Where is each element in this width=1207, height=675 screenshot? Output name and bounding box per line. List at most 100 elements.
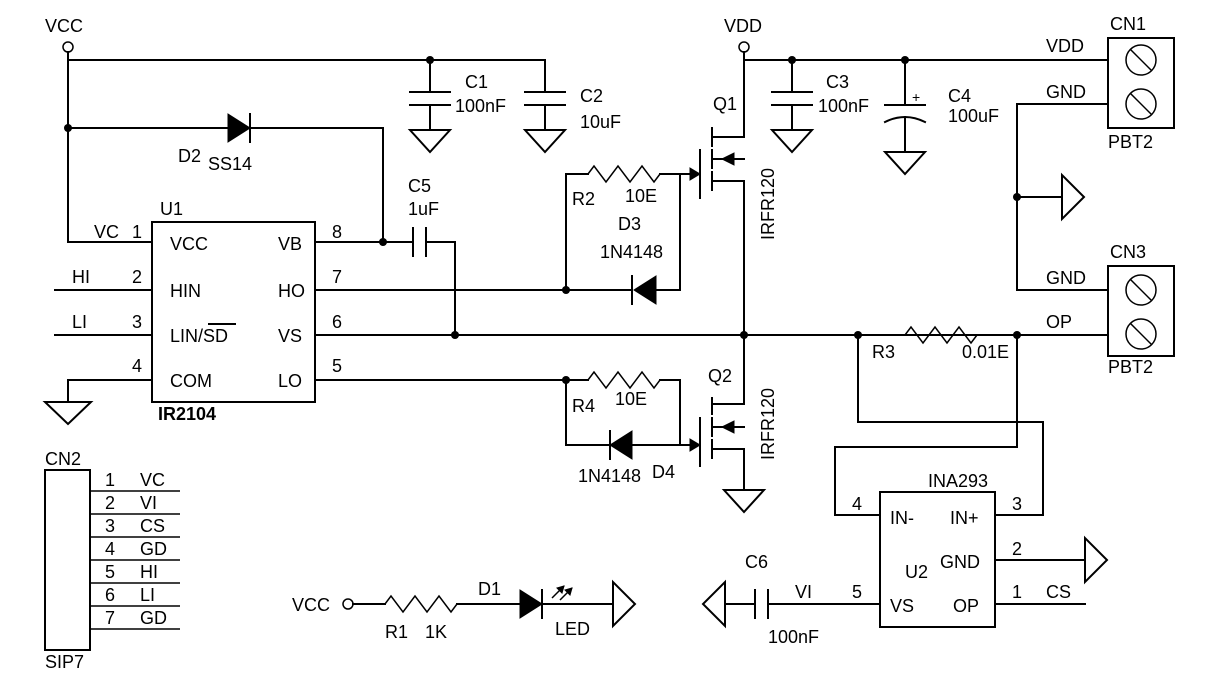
- u1-pin3-num: 3: [132, 312, 142, 332]
- c1-value: 100nF: [455, 96, 506, 116]
- vdd-label: VDD: [724, 16, 762, 36]
- capacitor-c3: C3 100nF: [769, 72, 869, 154]
- switch-node: [314, 331, 1109, 339]
- sense-lines: [834, 334, 1044, 516]
- cn2-pin7-num: 7: [105, 608, 115, 628]
- capacitor-c1: C1 100nF: [407, 72, 506, 154]
- r3-ref: R3: [872, 342, 895, 362]
- d1-value: LED: [555, 619, 590, 639]
- q1-ref: Q1: [713, 94, 737, 114]
- cn3-ref: CN3: [1110, 242, 1146, 262]
- d3-value: 1N4148: [600, 242, 663, 262]
- cn2-pin6-num: 6: [105, 585, 115, 605]
- d1-ref: D1: [478, 579, 501, 599]
- u2-pin4-name: IN-: [890, 508, 914, 528]
- u2-pin2-num: 2: [1012, 539, 1022, 559]
- r2-ref: R2: [572, 189, 595, 209]
- cn2-part: SIP7: [45, 652, 84, 672]
- u2-pin5-num: 5: [852, 582, 862, 602]
- c5-value: 1uF: [408, 199, 439, 219]
- c2-ref: C2: [580, 86, 603, 106]
- r1-ref: R1: [385, 622, 408, 642]
- gnd-bus: [1013, 103, 1109, 291]
- d2-ref: D2: [178, 146, 201, 166]
- r4-ref: R4: [572, 396, 595, 416]
- cn2-pin3-net: CS: [140, 516, 165, 536]
- vcc-label: VCC: [45, 16, 83, 36]
- u2-pin3-name: IN+: [950, 508, 979, 528]
- resistor-r1: [384, 594, 458, 614]
- cn2-pin4-num: 4: [105, 539, 115, 559]
- cn1-pin-gnd: GND: [1046, 82, 1086, 102]
- u1-ref: U1: [160, 199, 183, 219]
- u1-pin5-name: LO: [278, 371, 302, 391]
- led-circuit: VCC R1 1K D1 LED: [292, 579, 637, 642]
- u2-pin3-num: 3: [1012, 494, 1022, 514]
- u1-pin1-num: 1: [132, 222, 142, 242]
- cn3-pin-op: OP: [1046, 312, 1072, 332]
- u2-pin5-name: VS: [890, 596, 914, 616]
- resistor-r2: [587, 164, 661, 184]
- net-vi: VI: [795, 582, 812, 602]
- u1-pin3-name: LIN/SD: [170, 326, 228, 346]
- u1-pin2-num: 2: [132, 267, 142, 287]
- r2-value: 10E: [625, 186, 657, 206]
- c4-ref: C4: [948, 86, 971, 106]
- d4-value: 1N4148: [578, 466, 641, 486]
- c2-value: 10uF: [580, 112, 621, 132]
- net-cs: CS: [1046, 582, 1071, 602]
- cn1-part: PBT2: [1108, 132, 1153, 152]
- connector-cn3: CN3 PBT2 GND OP: [1046, 242, 1175, 377]
- u1-net-vc: VC: [94, 222, 119, 242]
- cn2-pin2-net: VI: [140, 493, 157, 513]
- r4-value: 10E: [615, 389, 647, 409]
- mosfet-q1: Q1 IRFR120: [699, 59, 778, 336]
- cn1-ref: CN1: [1110, 14, 1146, 34]
- c3-ref: C3: [826, 72, 849, 92]
- cn3-pin-gnd: GND: [1046, 268, 1086, 288]
- q2-ref: Q2: [708, 366, 732, 386]
- u2-part: INA293: [928, 471, 988, 491]
- capacitor-c4: + C4 100uF: [882, 86, 999, 176]
- connector-cn2: CN2 SIP7 1 VC 2 VI 3 CS 4 GD 5 HI 6 LI 7…: [44, 449, 180, 672]
- vcc-led-label: VCC: [292, 595, 330, 615]
- u2-pin1-name: OP: [953, 596, 979, 616]
- u1-part: IR2104: [158, 404, 216, 424]
- u1-pin7-name: HO: [278, 281, 305, 301]
- u2-pin1-num: 1: [1012, 582, 1022, 602]
- cn2-pin7-net: GD: [140, 608, 167, 628]
- cn2-pin4-net: GD: [140, 539, 167, 559]
- c6-ref: C6: [745, 552, 768, 572]
- q1-part: IRFR120: [758, 168, 778, 240]
- u2-pin2-name: GND: [940, 552, 980, 572]
- capacitor-c2: C2 10uF: [522, 86, 621, 154]
- c4-value: 100uF: [948, 106, 999, 126]
- u1-pin6-num: 6: [332, 312, 342, 332]
- cn1-pin-vdd: VDD: [1046, 36, 1084, 56]
- r1-value: 1K: [425, 622, 447, 642]
- d4-ref: D4: [652, 462, 675, 482]
- gate-drive-low: R4 10E 1N4148 D4: [314, 370, 701, 486]
- vdd-rail: VDD VDD: [724, 16, 1109, 106]
- u1-pin2-name: HIN: [170, 281, 201, 301]
- u1-pin6-name: VS: [278, 326, 302, 346]
- cn2-pin2-num: 2: [105, 493, 115, 513]
- u1-pin5-num: 5: [332, 356, 342, 376]
- u1-pin8-num: 8: [332, 222, 342, 242]
- cn2-pin3-num: 3: [105, 516, 115, 536]
- ic-u2: INA293 U2 4 IN- 3 IN+ 2 GND 5 VS 1 OP CS…: [701, 471, 1109, 647]
- diode-d2: D2 SS14: [67, 113, 384, 243]
- u1-pin8-name: VB: [278, 234, 302, 254]
- u1-pin1-name: VCC: [170, 234, 208, 254]
- cn2-ref: CN2: [45, 449, 81, 469]
- u1-pin4-num: 4: [132, 356, 142, 376]
- cn2-pin6-net: LI: [140, 585, 155, 605]
- u1-net-li: LI: [72, 312, 87, 332]
- gate-drive-high: R2 10E D3 1N4148: [314, 164, 701, 305]
- c4-polarity: +: [912, 89, 920, 105]
- u2-pin4-num: 4: [852, 494, 862, 514]
- resistor-r3: R3 0.01E: [872, 325, 1009, 362]
- c5-ref: C5: [408, 176, 431, 196]
- cn2-pin5-num: 5: [105, 562, 115, 582]
